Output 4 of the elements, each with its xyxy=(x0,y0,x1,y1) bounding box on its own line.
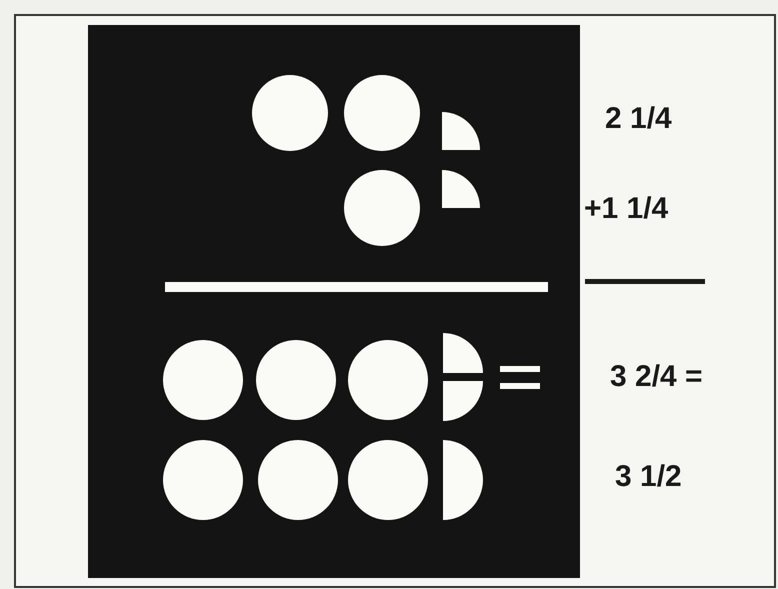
fraction-label: 3 1/2 xyxy=(615,460,682,494)
fraction-label: +1 1/4 xyxy=(584,192,668,226)
fraction-label: 3 2/4 = xyxy=(610,360,703,394)
fraction-label: 2 1/4 xyxy=(605,102,672,136)
